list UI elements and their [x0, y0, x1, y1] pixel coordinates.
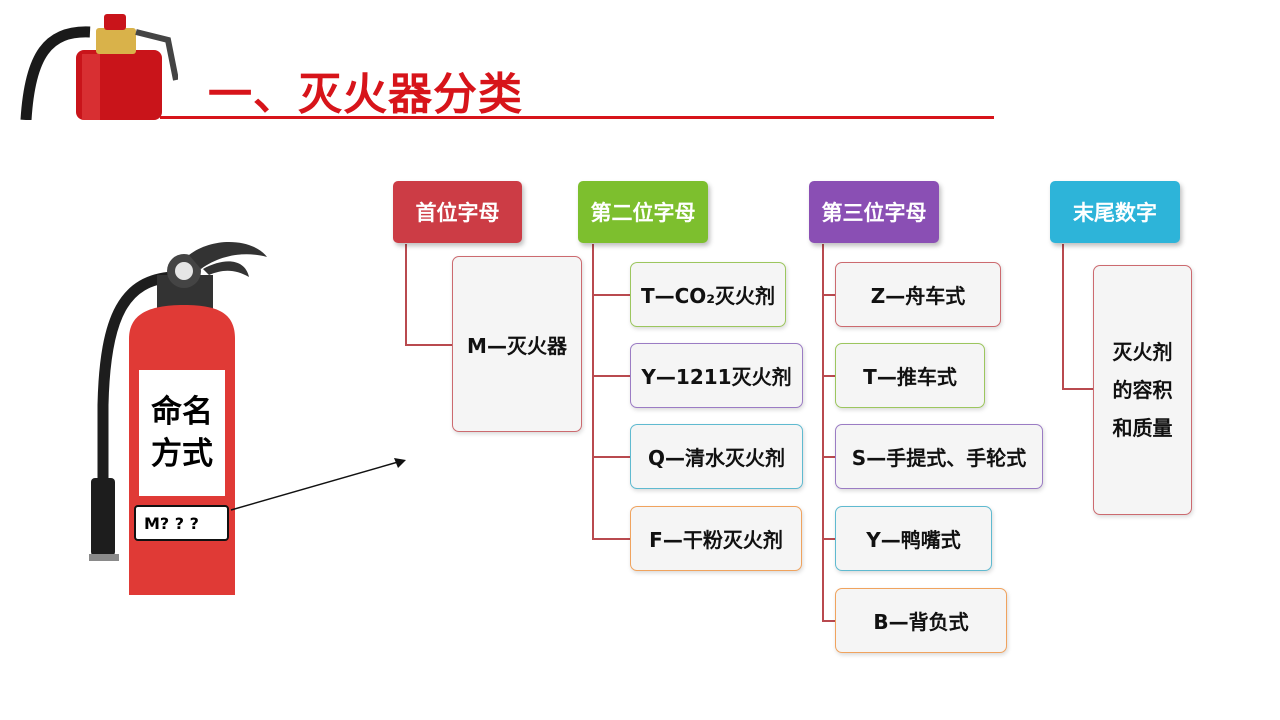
connector — [1062, 244, 1064, 390]
naming-label: 命名方式 — [151, 394, 213, 472]
item-volume-mass: 灭火剂的容积和质量 — [1093, 265, 1192, 515]
item-extinguisher: M—灭火器 — [452, 256, 582, 432]
extinguisher-photo — [20, 14, 178, 120]
connector — [592, 456, 630, 458]
item-backpack-type: B—背负式 — [835, 588, 1007, 653]
header-last-digits: 末尾数字 — [1050, 181, 1180, 243]
model-code-box: M? ? ? — [134, 505, 229, 541]
connector — [405, 344, 453, 346]
item-1211-agent: Y—1211灭火剂 — [630, 343, 803, 408]
item-dry-powder-agent: F—干粉灭火剂 — [630, 506, 802, 571]
connector — [592, 538, 630, 540]
item-cart-type: T—推车式 — [835, 343, 985, 408]
title-underline — [160, 116, 994, 119]
naming-label-panel: 命名方式 — [139, 370, 225, 496]
connector — [822, 244, 824, 622]
pointer-arrow — [230, 458, 406, 511]
item-water-agent: Q—清水灭火剂 — [630, 424, 803, 489]
item-vehicle-type: Z—舟车式 — [835, 262, 1001, 327]
item-co2-agent: T—CO₂灭火剂 — [630, 262, 786, 327]
connector — [592, 375, 630, 377]
connector — [822, 456, 836, 458]
connector — [822, 294, 836, 296]
header-third-letter: 第三位字母 — [809, 181, 939, 243]
connector — [592, 244, 594, 540]
header-second-letter: 第二位字母 — [578, 181, 708, 243]
connector — [592, 294, 630, 296]
item-volume-mass-text: 灭火剂的容积和质量 — [1112, 340, 1173, 440]
page-title: 一、灭火器分类 — [208, 69, 523, 120]
connector — [405, 244, 407, 346]
connector — [822, 538, 836, 540]
connector — [1062, 388, 1093, 390]
item-portable-type: S—手提式、手轮式 — [835, 424, 1043, 489]
connector — [822, 375, 836, 377]
connector — [822, 620, 836, 622]
header-first-letter: 首位字母 — [393, 181, 522, 243]
item-duckbill-type: Y—鸭嘴式 — [835, 506, 992, 571]
